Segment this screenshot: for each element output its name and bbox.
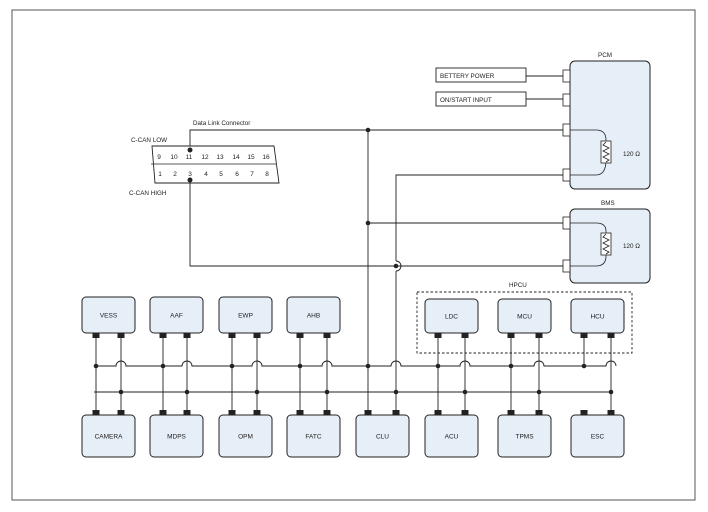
- module-vess: VESS: [81, 296, 136, 338]
- junction-dots: [93, 127, 614, 395]
- dlc-pin-16: 16: [262, 154, 270, 161]
- aaf-label: AAF: [170, 313, 183, 320]
- module-tpms: TPMS: [497, 410, 552, 458]
- ecu-modules: VESS AAF EWP AHB LDC MCU HCU CAMERA MDPS OPM FATC C…: [81, 296, 625, 458]
- can-wiring: [94, 75, 617, 410]
- pcm-label: PCM: [598, 52, 612, 59]
- dlc-pin-12: 12: [201, 154, 209, 161]
- dlc-pin-8: 8: [265, 171, 269, 178]
- on-start-input: ON/START INPUT: [440, 97, 492, 104]
- module-camera: CAMERA: [81, 410, 136, 458]
- hcu-label: HCU: [590, 314, 604, 321]
- module-hcu: HCU: [570, 298, 625, 338]
- dlc-pin-15: 15: [247, 154, 255, 161]
- module-ewp: EWP: [218, 296, 273, 338]
- module-clu: CLU: [355, 410, 410, 458]
- tpms-label: TPMS: [515, 434, 534, 441]
- mcu-label: MCU: [517, 314, 532, 321]
- hpcu-group: HPCU: [416, 282, 633, 354]
- vess-label: VESS: [100, 313, 118, 320]
- dlc-pin-6: 6: [235, 171, 239, 178]
- dlc-pin-2: 2: [173, 171, 177, 178]
- dlc-title: Data Link Connector: [193, 120, 250, 127]
- can-high-label: C-CAN HIGH: [129, 190, 167, 197]
- camera-label: CAMERA: [95, 434, 123, 441]
- module-fatc: FATC: [286, 410, 341, 458]
- acu-label: ACU: [445, 434, 459, 441]
- mdps-label: MDPS: [167, 434, 186, 441]
- dlc-pin-4: 4: [204, 171, 208, 178]
- module-ldc: LDC: [424, 298, 479, 338]
- dlc-pin-13: 13: [216, 154, 224, 161]
- bms-resistor-label: 120 Ω: [623, 243, 640, 250]
- bms-label: BMS: [601, 200, 615, 207]
- module-mcu: MCU: [497, 298, 552, 338]
- opm-label: OPM: [238, 434, 253, 441]
- dlc-pin-11: 11: [186, 154, 193, 161]
- dlc-pin-14: 14: [232, 154, 240, 161]
- dlc-pin-7: 7: [250, 171, 254, 178]
- dlc-housing: [151, 145, 280, 184]
- dlc-pin-9: 9: [157, 154, 161, 161]
- ldc-label: LDC: [445, 314, 458, 321]
- dlc-pin-5: 5: [219, 171, 223, 178]
- can-low-label: C-CAN LOW: [131, 137, 167, 144]
- pcm-resistor-label: 120 Ω: [623, 151, 640, 158]
- module-opm: OPM: [218, 410, 273, 458]
- dlc-pin-1: 1: [158, 171, 162, 178]
- esc-label: ESC: [591, 434, 605, 441]
- dlc-pin-3: 3: [188, 171, 192, 178]
- module-mdps: MDPS: [149, 410, 204, 458]
- data-link-connector: Data Link Connector C-CAN LOW C-CAN HIGH…: [129, 120, 280, 197]
- battery-power-input: BETTERY POWER: [440, 73, 495, 80]
- ahb-label: AHB: [307, 313, 320, 320]
- diagram-frame: [11, 9, 696, 501]
- module-aaf: AAF: [149, 296, 204, 338]
- hpcu-label: HPCU: [509, 282, 527, 289]
- module-acu: ACU: [424, 410, 479, 458]
- pcm-module: PCM 120 Ω BETTERY POWER ON/START INPUT: [435, 52, 651, 190]
- dlc-pin-10: 10: [170, 154, 178, 161]
- ewp-label: EWP: [238, 313, 253, 320]
- module-ahb: AHB: [286, 296, 341, 338]
- clu-label: CLU: [376, 434, 389, 441]
- module-esc: ESC: [570, 410, 625, 458]
- fatc-label: FATC: [305, 434, 321, 441]
- bms-module: BMS 120 Ω: [562, 200, 651, 284]
